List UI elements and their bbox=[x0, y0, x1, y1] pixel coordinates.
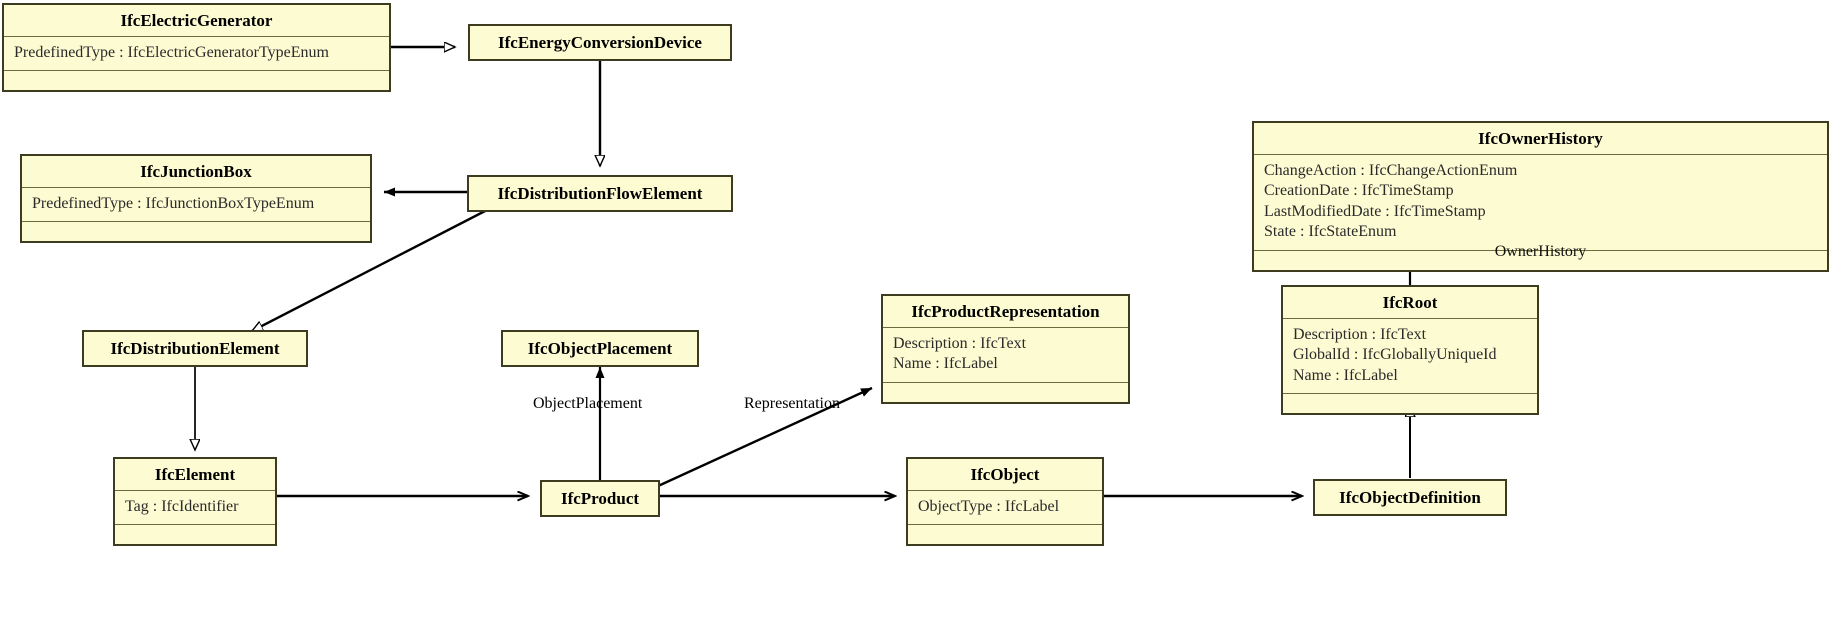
attribute: Name : IfcLabel bbox=[1293, 366, 1398, 384]
compartment-separator bbox=[22, 187, 370, 188]
compartment-separator bbox=[908, 490, 1102, 491]
compartment-separator bbox=[4, 36, 389, 37]
attribute: Description : IfcText bbox=[1293, 326, 1427, 343]
class-name: IfcDistributionElement bbox=[110, 339, 280, 358]
attribute-compartment: ObjectType : IfcLabel bbox=[908, 491, 1102, 524]
class-name: IfcOwnerHistory bbox=[1478, 129, 1603, 148]
empty-compartment bbox=[883, 383, 1128, 402]
compartment-separator bbox=[883, 381, 1128, 383]
attribute: State : IfcStateEnum bbox=[1264, 223, 1397, 241]
attribute-compartment: Description : IfcText Name : IfcLabel bbox=[883, 328, 1128, 382]
class-name: IfcObject bbox=[970, 465, 1040, 484]
class-box-ifcobjectdefinition[interactable]: IfcObjectDefinition bbox=[1313, 479, 1507, 516]
class-name: IfcProduct bbox=[560, 489, 640, 508]
attribute: ObjectType : IfcLabel bbox=[918, 498, 1060, 515]
class-box-ifcdistributionelement[interactable]: IfcDistributionElement bbox=[82, 330, 308, 367]
class-name: IfcObjectDefinition bbox=[1339, 488, 1481, 507]
class-box-ifcdistributionflowelement[interactable]: IfcDistributionFlowElement bbox=[467, 175, 733, 212]
attribute: LastModifiedDate : IfcTimeStamp bbox=[1264, 202, 1486, 220]
empty-compartment bbox=[115, 525, 275, 544]
edge-label-objectplacement: ObjectPlacement bbox=[533, 395, 643, 412]
class-box-ifcenergyconversiondevice[interactable]: IfcEnergyConversionDevice bbox=[468, 24, 732, 61]
compartment-separator bbox=[115, 524, 275, 526]
attribute: GlobalId : IfcGloballyUniqueId bbox=[1293, 346, 1497, 364]
attribute: Description : IfcText bbox=[893, 335, 1027, 352]
class-box-ifcownerhistory[interactable]: IfcOwnerHistory ChangeAction : IfcChange… bbox=[1252, 121, 1829, 272]
class-name: IfcEnergyConversionDevice bbox=[498, 33, 702, 52]
class-box-ifcelement[interactable]: IfcElement Tag : IfcIdentifier bbox=[113, 457, 277, 547]
class-name: IfcRoot bbox=[1382, 293, 1438, 312]
compartment-separator bbox=[115, 490, 275, 491]
compartment-separator bbox=[883, 327, 1128, 328]
empty-compartment bbox=[1283, 394, 1537, 413]
class-name: IfcElectricGenerator bbox=[120, 11, 273, 30]
class-box-ifcproductrepresentation[interactable]: IfcProductRepresentation Description : I… bbox=[881, 294, 1130, 404]
class-name: IfcProductRepresentation bbox=[911, 302, 1100, 321]
compartment-separator bbox=[4, 70, 389, 72]
class-name: IfcElement bbox=[154, 465, 236, 484]
empty-compartment bbox=[908, 525, 1102, 544]
edge-label-representation: Representation bbox=[744, 395, 840, 412]
attribute-compartment: PredefinedType : IfcElectricGeneratorTyp… bbox=[4, 37, 389, 70]
compartment-separator bbox=[908, 524, 1102, 526]
edge-label-ownerhistory: OwnerHistory bbox=[1494, 243, 1587, 260]
class-box-ifcobject[interactable]: IfcObject ObjectType : IfcLabel bbox=[906, 457, 1104, 547]
class-name: IfcDistributionFlowElement bbox=[497, 184, 703, 203]
empty-compartment bbox=[4, 71, 389, 90]
attribute: Name : IfcLabel bbox=[893, 355, 998, 373]
attribute-compartment: Tag : IfcIdentifier bbox=[115, 491, 275, 524]
compartment-separator bbox=[22, 221, 370, 223]
compartment-separator bbox=[1254, 249, 1827, 251]
class-name: IfcJunctionBox bbox=[140, 162, 252, 181]
class-box-ifcroot[interactable]: IfcRoot Description : IfcText GlobalId :… bbox=[1281, 285, 1539, 416]
class-name: IfcObjectPlacement bbox=[527, 339, 673, 358]
attribute-compartment: PredefinedType : IfcJunctionBoxTypeEnum bbox=[22, 188, 370, 221]
attribute: ChangeAction : IfcChangeActionEnum bbox=[1264, 162, 1518, 179]
compartment-separator bbox=[1283, 318, 1537, 319]
empty-compartment bbox=[22, 222, 370, 241]
attribute: PredefinedType : IfcElectricGeneratorTyp… bbox=[14, 44, 329, 61]
attribute-compartment: ChangeAction : IfcChangeActionEnum Creat… bbox=[1254, 155, 1827, 250]
class-box-ifcproduct[interactable]: IfcProduct bbox=[540, 480, 660, 517]
compartment-separator bbox=[1254, 154, 1827, 155]
attribute-compartment: Description : IfcText GlobalId : IfcGlob… bbox=[1283, 319, 1537, 393]
attribute: CreationDate : IfcTimeStamp bbox=[1264, 182, 1454, 200]
attribute: Tag : IfcIdentifier bbox=[125, 498, 239, 515]
class-box-ifcobjectplacement[interactable]: IfcObjectPlacement bbox=[501, 330, 699, 367]
class-box-ifcelectricgenerator[interactable]: IfcElectricGenerator PredefinedType : If… bbox=[2, 3, 391, 93]
attribute: PredefinedType : IfcJunctionBoxTypeEnum bbox=[32, 195, 315, 212]
compartment-separator bbox=[1283, 393, 1537, 395]
class-box-ifcjunctionbox[interactable]: IfcJunctionBox PredefinedType : IfcJunct… bbox=[20, 154, 372, 244]
